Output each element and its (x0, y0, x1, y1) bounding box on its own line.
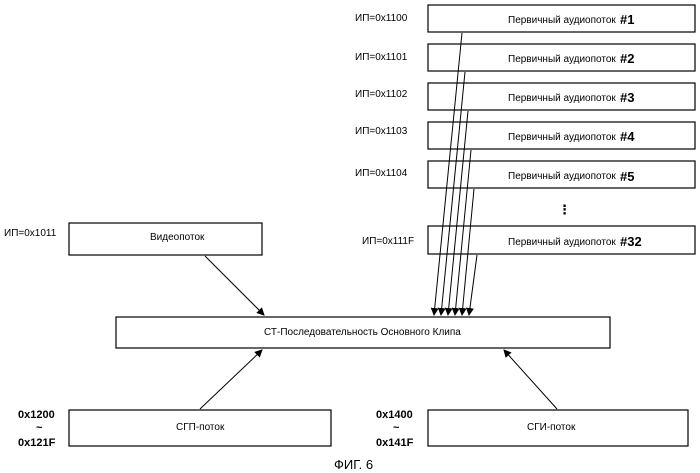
arrow-video (205, 256, 264, 315)
audio-stream-3-number: #3 (620, 90, 634, 105)
audio-stream-1: ИП=0x1100 Первичный аудиопоток #1 (355, 5, 695, 32)
pg-stream: 0x1200 ~ 0x121F СГП-поток (18, 409, 331, 449)
audio-stream-2-number: #2 (620, 51, 634, 66)
pg-stream-label: СГП-поток (176, 422, 225, 433)
audio-stream-4-label: Первичный аудиопоток (508, 132, 616, 143)
audio-stream-32-pid: ИП=0x111F (362, 236, 414, 247)
main-clip-sequence: СТ-Последовательность Основного Клипа (116, 317, 610, 348)
arrow-ig (504, 350, 557, 409)
audio-stream-4-number: #4 (620, 129, 635, 144)
audio-stream-32-number: #32 (620, 234, 642, 249)
ellipsis-dots: ⋮ (558, 202, 571, 217)
audio-stream-1-number: #1 (620, 12, 634, 27)
audio-stream-2-label: Первичный аудиопоток (508, 54, 616, 65)
ig-stream: 0x1400 ~ 0x141F СГИ-поток (376, 409, 688, 449)
audio-stream-1-label: Первичный аудиопоток (508, 15, 616, 26)
pg-range-end: 0x121F (18, 437, 56, 449)
pg-range-tilde: ~ (36, 422, 43, 434)
audio-stream-2: ИП=0x1101 Первичный аудиопоток #2 (355, 44, 695, 71)
ig-range-end: 0x141F (376, 437, 414, 449)
video-stream-pid: ИП=0x1011 (4, 228, 57, 239)
audio-stream-5-label: Первичный аудиопоток (508, 171, 616, 182)
figure-caption: ФИГ. 6 (334, 457, 373, 472)
main-clip-label: СТ-Последовательность Основного Клипа (264, 327, 461, 338)
audio-stream-32-label: Первичный аудиопоток (508, 237, 616, 248)
arrow-pg (200, 350, 262, 409)
audio-stream-1-pid: ИП=0x1100 (355, 13, 408, 24)
audio-stream-3-label: Первичный аудиопоток (508, 93, 616, 104)
ig-stream-label: СГИ-поток (527, 422, 576, 433)
audio-stream-5: ИП=0x1104 Первичный аудиопоток #5 (355, 161, 695, 188)
audio-stream-5-number: #5 (620, 169, 634, 184)
audio-stream-3: ИП=0x1102 Первичный аудиопоток #3 (355, 83, 695, 110)
audio-stream-5-pid: ИП=0x1104 (355, 168, 408, 179)
video-stream: ИП=0x1011 Видеопоток (4, 223, 262, 255)
ig-range-start: 0x1400 (376, 409, 413, 421)
arrow-audio-32 (469, 255, 477, 315)
audio-stream-32: ИП=0x111F Первичный аудиопоток #32 (362, 226, 695, 254)
video-stream-label: Видеопоток (150, 232, 205, 243)
audio-stream-4: ИП=0x1103 Первичный аудиопоток #4 (355, 122, 695, 149)
audio-stream-2-pid: ИП=0x1101 (355, 52, 408, 63)
audio-stream-4-pid: ИП=0x1103 (355, 126, 408, 137)
pg-range-start: 0x1200 (18, 409, 55, 421)
audio-stream-3-pid: ИП=0x1102 (355, 89, 408, 100)
ig-range-tilde: ~ (393, 422, 400, 434)
